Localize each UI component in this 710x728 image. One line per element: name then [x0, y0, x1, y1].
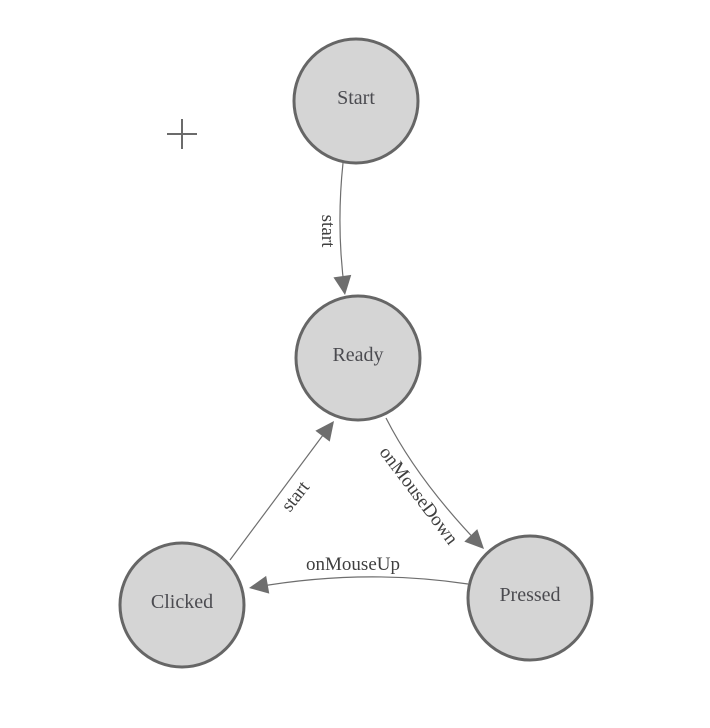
node-label-pressed: Pressed: [499, 584, 560, 606]
arrowhead-icon: [249, 575, 270, 594]
edge-line[interactable]: [250, 576, 469, 589]
edge-label-start-to-ready: start: [317, 215, 338, 248]
state-node-clicked[interactable]: Clicked: [118, 541, 246, 669]
node-label-start: Start: [337, 87, 375, 109]
state-node-ready[interactable]: Ready: [294, 294, 422, 422]
edge-label-ready-to-pressed: onMouseDown: [375, 443, 463, 550]
edge-line[interactable]: [385, 417, 483, 548]
edge-line[interactable]: [339, 162, 346, 294]
node-circle[interactable]: [292, 37, 420, 165]
node-circle[interactable]: [294, 294, 422, 422]
state-node-start[interactable]: Start: [292, 37, 420, 165]
node-circle[interactable]: [466, 534, 594, 662]
edge-label-pressed-to-clicked: onMouseUp: [306, 554, 400, 575]
transition-start-to-ready[interactable]: start: [317, 162, 352, 295]
edge-label-clicked-to-ready: start: [277, 477, 314, 516]
edge-line[interactable]: [229, 422, 333, 561]
node-label-ready: Ready: [332, 344, 383, 366]
crosshair-marker-icon: [167, 119, 197, 149]
transition-ready-to-pressed[interactable]: onMouseDown: [375, 417, 484, 550]
node-circle[interactable]: [118, 541, 246, 669]
arrowhead-icon: [464, 529, 484, 549]
arrowhead-icon: [315, 421, 334, 442]
state-node-pressed[interactable]: Pressed: [466, 534, 594, 662]
transition-clicked-to-ready[interactable]: start: [229, 421, 334, 561]
transition-pressed-to-clicked[interactable]: onMouseUp: [249, 554, 469, 594]
node-label-clicked: Clicked: [151, 591, 213, 613]
arrowhead-icon: [333, 274, 352, 295]
